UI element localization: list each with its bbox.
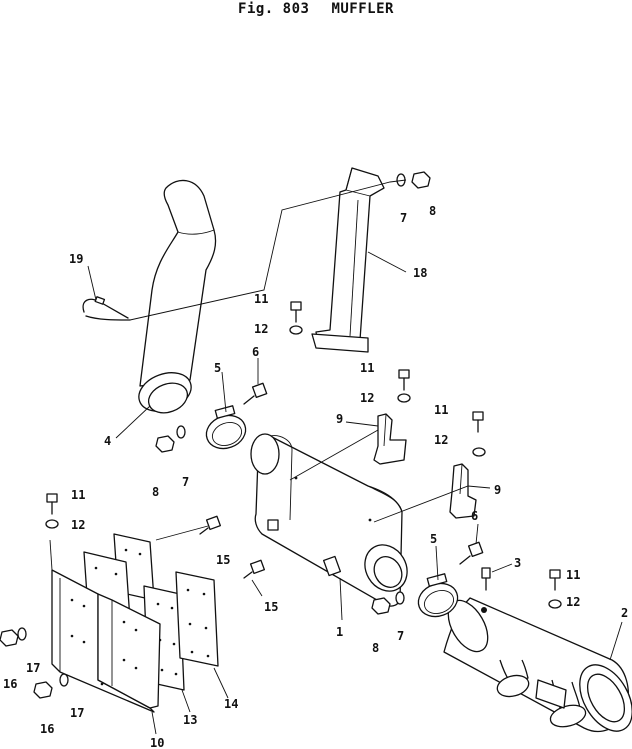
figure-number: Fig. 803 xyxy=(238,1,310,17)
callout-12: 12 xyxy=(254,322,268,336)
callout-10: 10 xyxy=(150,736,164,749)
callout-5: 5 xyxy=(214,361,221,375)
callout-11: 11 xyxy=(360,361,374,375)
mount-bracket xyxy=(51,569,161,713)
callout-14: 14 xyxy=(224,697,238,711)
callout-11: 11 xyxy=(566,568,580,582)
callout-12: 12 xyxy=(566,595,580,609)
tee-pipe xyxy=(443,597,632,733)
exhaust-stack-pipe xyxy=(138,179,217,414)
stack-support-bracket xyxy=(311,167,385,353)
callout-7: 7 xyxy=(397,629,404,643)
stack-harness xyxy=(82,296,131,321)
callout-16: 16 xyxy=(40,722,54,736)
leader-lines xyxy=(49,179,623,735)
callout-12: 12 xyxy=(434,433,448,447)
callout-7: 7 xyxy=(400,211,407,225)
callout-8: 8 xyxy=(372,641,379,655)
callout-17: 17 xyxy=(26,661,40,675)
figure-title: Fig. 803 MUFFLER xyxy=(0,1,632,17)
callout-1: 1 xyxy=(336,625,343,639)
callout-6: 6 xyxy=(471,509,478,523)
callout-2: 2 xyxy=(621,606,628,620)
callout-8: 8 xyxy=(152,485,159,499)
callout-11: 11 xyxy=(254,292,268,306)
callout-17: 17 xyxy=(70,706,84,720)
callout-6: 6 xyxy=(252,345,259,359)
callout-7: 7 xyxy=(182,475,189,489)
clamp-upper xyxy=(205,405,247,450)
callout-labels: 19 18 7 8 11 12 4 5 6 8 7 11 12 9 11 12 … xyxy=(3,204,628,749)
callout-15: 15 xyxy=(216,553,230,567)
callout-3: 3 xyxy=(514,556,521,570)
callout-13: 13 xyxy=(183,713,197,727)
washers-and-nuts xyxy=(0,171,562,699)
callout-18: 18 xyxy=(413,266,427,280)
callout-5: 5 xyxy=(430,532,437,546)
callout-12: 12 xyxy=(71,518,85,532)
callout-8: 8 xyxy=(429,204,436,218)
callout-9: 9 xyxy=(336,412,343,426)
callout-15: 15 xyxy=(264,600,278,614)
callout-16: 16 xyxy=(3,677,17,691)
callout-12: 12 xyxy=(360,391,374,405)
callout-9: 9 xyxy=(494,483,501,497)
bolts xyxy=(46,301,561,591)
figure-name: MUFFLER xyxy=(331,1,394,17)
muffler-brackets xyxy=(373,413,477,519)
callout-19: 19 xyxy=(69,252,83,266)
callout-11: 11 xyxy=(71,488,85,502)
callout-11: 11 xyxy=(434,403,448,417)
callout-4: 4 xyxy=(104,434,111,448)
clamp-lower xyxy=(417,573,459,618)
